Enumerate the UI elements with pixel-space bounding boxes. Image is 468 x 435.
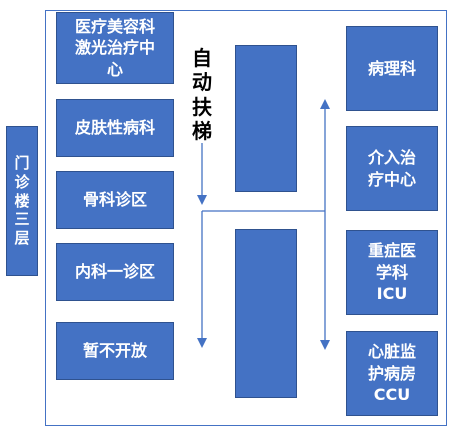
- escalator-shaft-lower: [235, 229, 297, 398]
- escalator-shaft-upper: [235, 45, 297, 192]
- floor-label-box: 门 诊 楼 三 层: [6, 126, 38, 276]
- room-dermatology[interactable]: 皮肤性病科: [56, 99, 174, 157]
- room-icu[interactable]: 重症医 学科 ICU: [346, 230, 438, 315]
- escalator-label: 自动扶梯: [192, 46, 212, 144]
- room-pathology[interactable]: 病理科: [346, 26, 438, 111]
- room-orthopedics[interactable]: 骨科诊区: [56, 171, 174, 229]
- room-ccu[interactable]: 心脏监 护病房 CCU: [346, 331, 438, 416]
- room-interventional-center[interactable]: 介入治 疗中心: [346, 126, 438, 211]
- room-cosmetic-laser[interactable]: 医疗美容科 激光治疗中 心: [56, 12, 174, 84]
- room-not-open[interactable]: 暂不开放: [56, 322, 174, 380]
- floor-plan-frame: [45, 10, 447, 426]
- room-internal-medicine[interactable]: 内科一诊区: [56, 243, 174, 301]
